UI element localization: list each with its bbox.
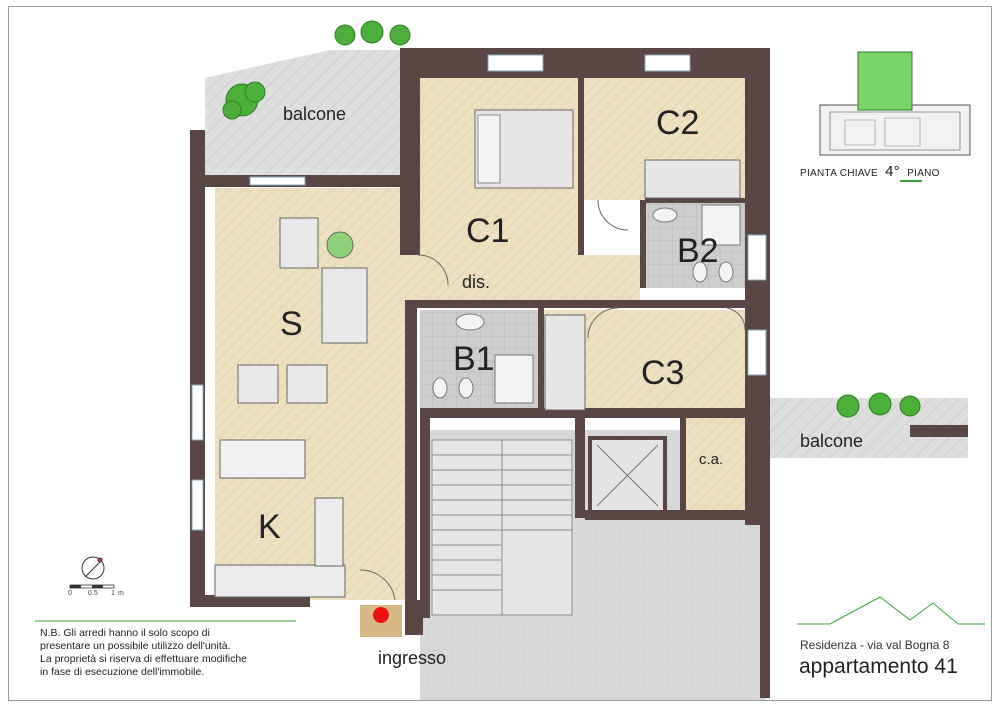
living-kitchen-floor bbox=[215, 188, 640, 600]
entrance-marker bbox=[373, 607, 389, 623]
note-line: presentare un possibile utilizzo dell'un… bbox=[40, 640, 231, 652]
note-line: La proprietà si riserva di effettuare mo… bbox=[40, 653, 247, 665]
note-line: N.B. Gli arredi hanno il solo scopo di bbox=[40, 627, 210, 639]
label-ingresso: ingresso bbox=[378, 648, 447, 668]
note-line: in fase di esecuzione dell'immobile. bbox=[40, 666, 205, 678]
label-ca: c.a. bbox=[699, 451, 724, 468]
apartment-title: appartamento 41 bbox=[799, 655, 958, 678]
key-plan-floor-word: PIANO bbox=[907, 168, 940, 179]
scale-tick-1: 1 bbox=[111, 590, 115, 597]
bathroom-fixtures bbox=[432, 204, 741, 404]
scale-unit: m bbox=[118, 590, 124, 597]
staircase bbox=[431, 439, 573, 616]
label-dis: dis. bbox=[462, 272, 491, 292]
key-plan-underline bbox=[900, 180, 922, 182]
label-c3: C3 bbox=[641, 354, 685, 392]
balcony-top bbox=[205, 50, 400, 175]
key-plan-floor: 4° bbox=[885, 163, 901, 180]
label-b2: B2 bbox=[677, 232, 719, 270]
scale-tick-0: 0 bbox=[68, 590, 72, 597]
plants bbox=[222, 20, 921, 418]
scale-bar bbox=[69, 584, 115, 589]
label-s: S bbox=[280, 305, 303, 343]
disclaimer-note: N.B. Gli arredi hanno il solo scopo di p… bbox=[40, 627, 280, 679]
key-plan-diagram bbox=[819, 51, 971, 156]
scale-tick-05: 0.5 bbox=[88, 590, 98, 597]
closet-floor bbox=[685, 418, 745, 510]
door-swings bbox=[359, 199, 746, 601]
label-balcone-right: balcone bbox=[800, 431, 864, 451]
windows bbox=[191, 54, 767, 531]
label-k: K bbox=[258, 508, 281, 546]
drawing-frame bbox=[8, 6, 992, 701]
key-plan-caption: PIANTA CHIAVE 4° PIANO bbox=[800, 163, 940, 180]
label-c1: C1 bbox=[466, 212, 510, 250]
label-balcone-top: balcone bbox=[283, 104, 347, 124]
compass-icon bbox=[81, 556, 105, 580]
residence-address: Residenza - via val Bogna 8 bbox=[800, 638, 950, 652]
elevator-cross bbox=[596, 444, 659, 507]
bed-c3 bbox=[544, 314, 586, 411]
logo-mountains bbox=[797, 596, 985, 625]
bed-c1 bbox=[474, 109, 574, 189]
living-furniture bbox=[214, 217, 368, 598]
label-c2: C2 bbox=[656, 104, 700, 142]
key-plan-label: PIANTA CHIAVE bbox=[800, 168, 878, 179]
bedroom-c3-floor bbox=[542, 310, 745, 415]
bed-c2 bbox=[644, 159, 741, 199]
label-b1: B1 bbox=[453, 340, 495, 378]
